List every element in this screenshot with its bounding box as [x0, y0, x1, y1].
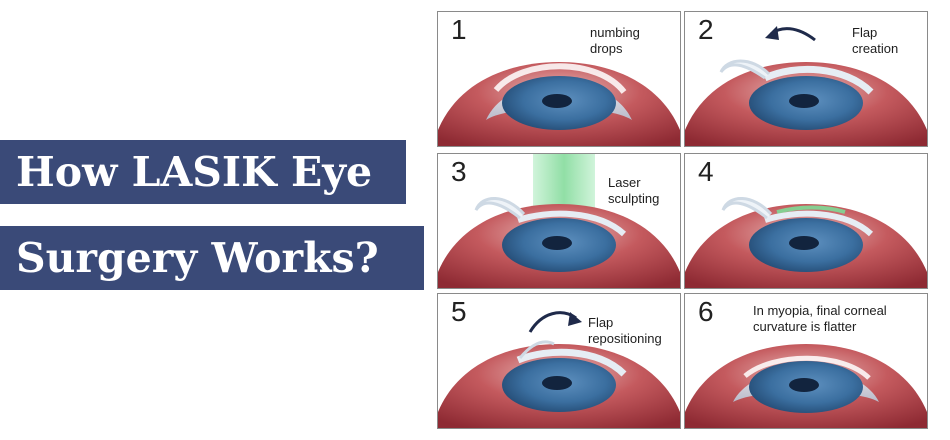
title-line-2: Surgery Works? — [16, 234, 379, 282]
eye-illustration — [438, 154, 680, 288]
caption-line: Flap — [588, 315, 614, 330]
caption-line: creation — [852, 41, 899, 56]
step-number: 2 — [698, 14, 714, 45]
step-number: 4 — [698, 156, 714, 187]
step-caption: In myopia, final corneal curvature is fl… — [753, 303, 887, 335]
step-panel-2: 2 Flap creation — [684, 11, 928, 147]
step-number: 6 — [698, 296, 714, 327]
title-band-line-2: Surgery Works? — [0, 226, 424, 290]
step-number: 3 — [451, 156, 467, 187]
step-number: 1 — [451, 14, 467, 45]
step-panel-4: 4 — [684, 153, 928, 289]
step-panel-6: 6 In myopia, final corneal curvature is … — [684, 293, 928, 429]
laser-beam — [533, 154, 595, 212]
caption-line: Flap — [852, 25, 878, 40]
step-caption: Laser sculpting — [608, 175, 659, 207]
caption-line: curvature is flatter — [753, 319, 857, 334]
caption-line: Laser — [608, 175, 641, 190]
arrow-icon — [568, 312, 582, 326]
caption-line: sculpting — [608, 191, 660, 206]
step-number: 5 — [451, 296, 467, 327]
eye-illustration — [685, 26, 927, 146]
eye-illustration — [685, 344, 927, 428]
step-panel-5: 5 Flap repositioning — [437, 293, 681, 429]
eye-illustration — [438, 62, 680, 146]
caption-line: drops — [590, 41, 623, 56]
caption-line: numbing — [590, 25, 640, 40]
step-caption: numbing drops — [590, 25, 640, 57]
step-caption: Flap repositioning — [588, 315, 662, 347]
sculpted-cornea — [776, 205, 846, 214]
caption-line: repositioning — [588, 331, 662, 346]
title-band-line-1: How LASIK Eye — [0, 140, 406, 204]
eye-illustration — [438, 311, 680, 428]
caption-line: In myopia, final corneal — [753, 303, 887, 318]
arrow-icon — [765, 26, 779, 40]
title-line-1: How LASIK Eye — [16, 148, 373, 196]
step-panel-3: 3 Laser sculpting — [437, 153, 681, 289]
eye-illustration — [685, 197, 927, 288]
step-panel-1: 1 numbing drops — [437, 11, 681, 147]
step-caption: Flap creation — [852, 25, 898, 57]
